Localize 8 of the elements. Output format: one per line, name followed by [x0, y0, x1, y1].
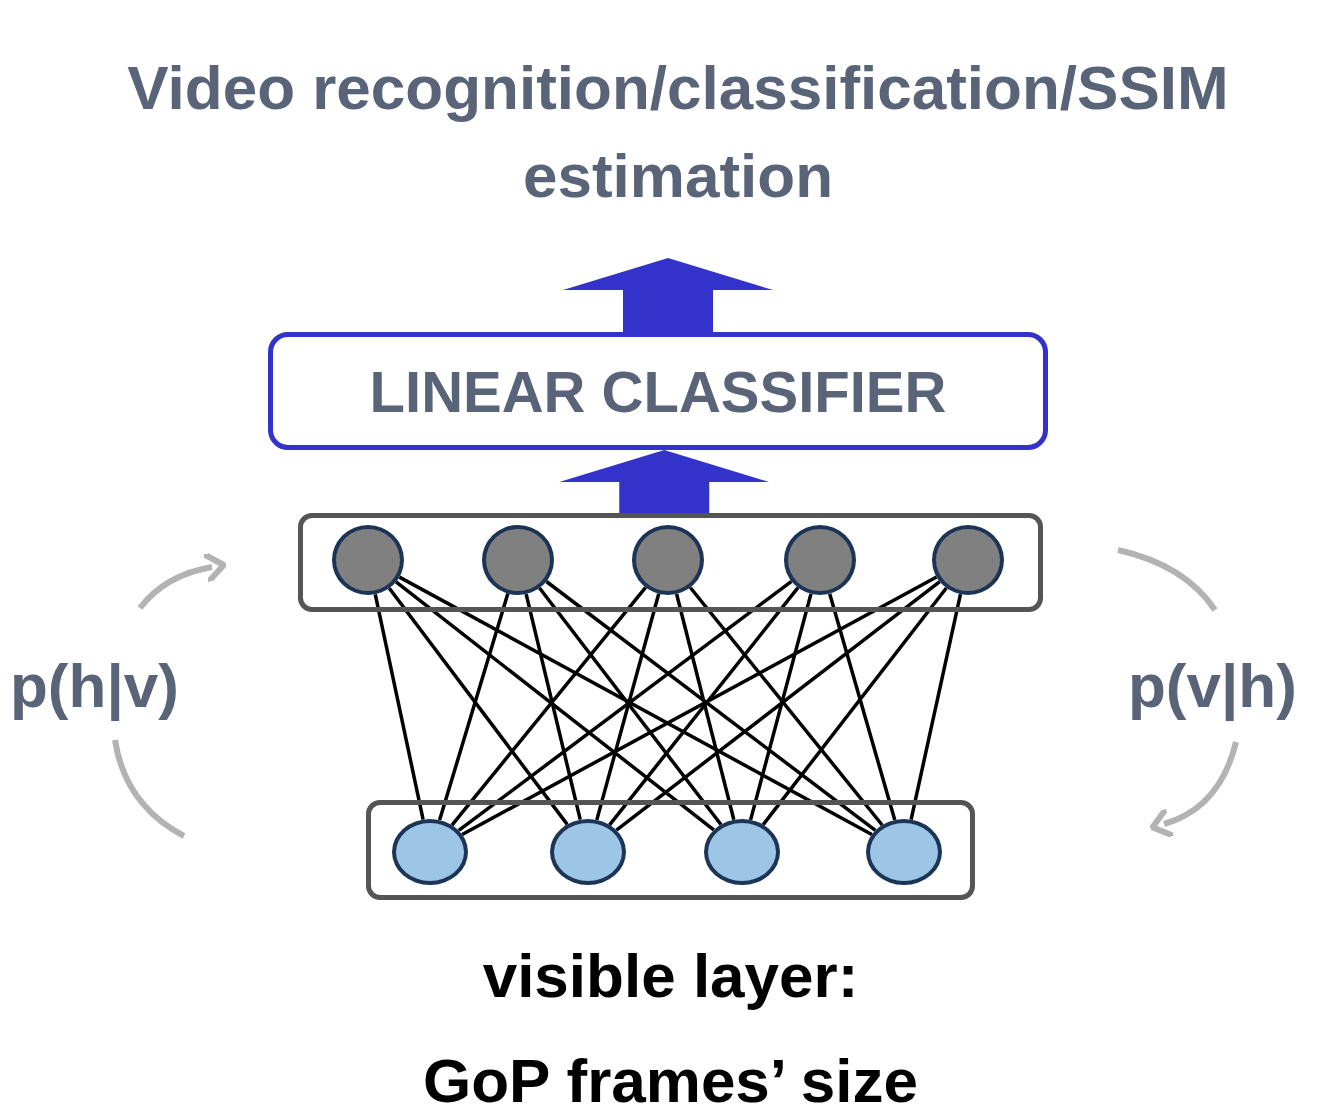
layer-box: [298, 513, 1043, 612]
layer-caption: GoP frames’ size: [421, 1045, 920, 1104]
layer-caption: visible layer:: [481, 940, 860, 1012]
probability-label: p(h|v): [10, 650, 179, 721]
output-title: Video recognition/classification/SSIM estimation: [126, 52, 1230, 212]
classifier-box: [268, 332, 1048, 450]
probability-label: p(v|h): [1128, 650, 1297, 721]
classifier-label: LINEAR CLASSIFIER: [369, 357, 947, 425]
